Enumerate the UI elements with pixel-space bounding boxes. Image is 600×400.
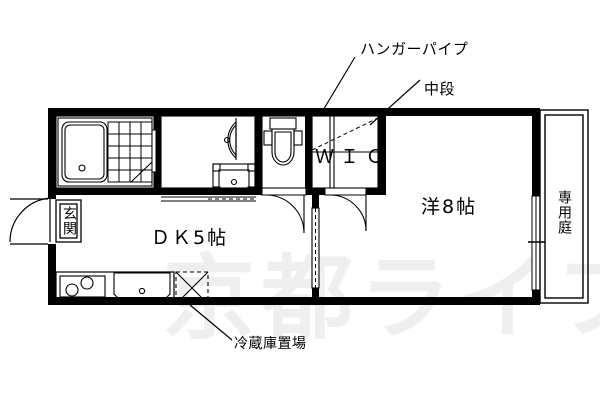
entrance-label: 玄関 [61,206,77,236]
western-room-label: 洋8帖 [421,196,478,218]
dining-kitchen-label: ＤＫ5帖 [151,227,229,249]
refrigerator-space-label: 冷蔵庫置場 [234,336,307,352]
exterior-walls [48,108,540,305]
washroom-fixtures [160,115,256,202]
entrance-door [9,195,56,248]
sliding-glass-door [528,195,545,291]
entrance-tile-box [55,199,82,243]
wic-room-label: ＷＩＣ [315,146,391,168]
private-garden-outline [539,109,589,304]
middle-shelf-label: 中段 [424,80,456,98]
wic-fixtures [311,115,379,232]
dk-room-divider-door [311,207,320,289]
toilet-fixtures [261,115,313,234]
hanger-pipe-label: ハンガーパイプ [360,40,469,58]
bathroom-fixtures [55,115,157,189]
private-garden-label: 専用庭 [556,190,572,235]
kitchen-fixtures [55,271,209,305]
